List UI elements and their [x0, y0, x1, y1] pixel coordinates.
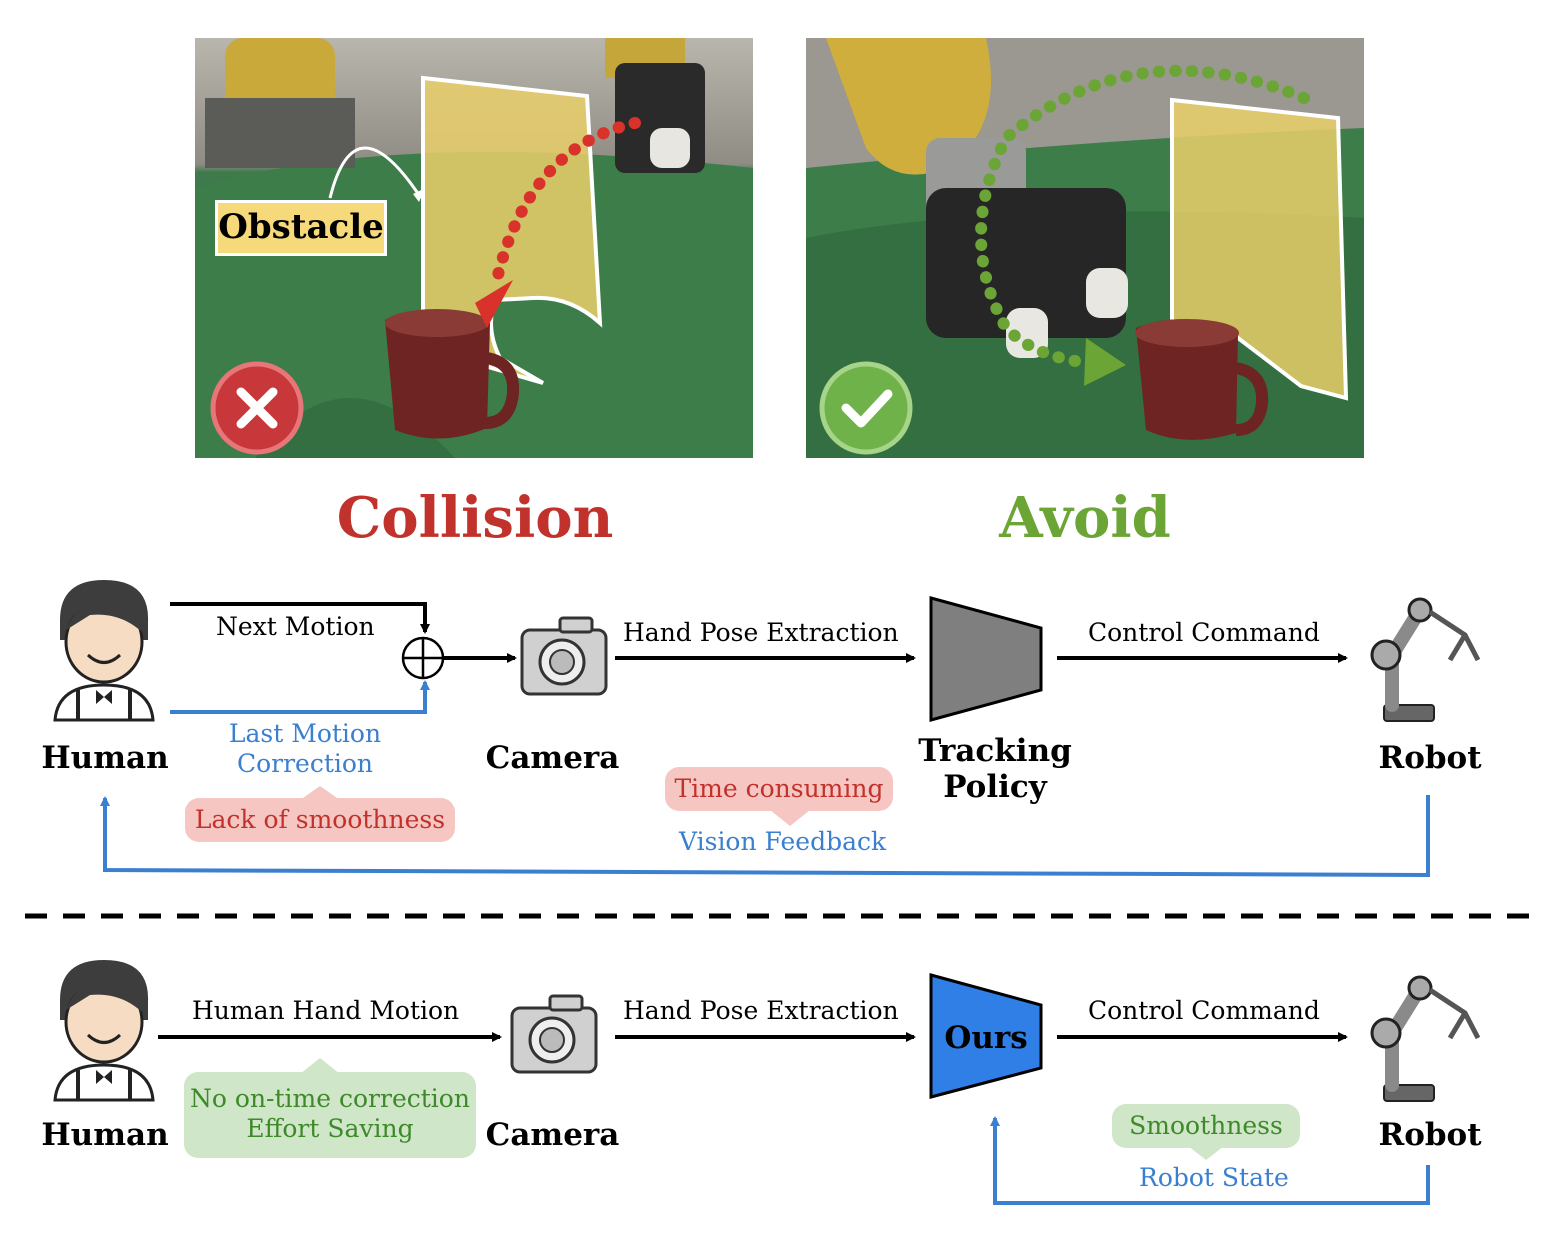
- hand-pose-extraction-label-bottom: Hand Pose Extraction: [623, 996, 899, 1025]
- hand-pose-extraction-label-top: Hand Pose Extraction: [623, 618, 899, 647]
- cup: [385, 309, 490, 439]
- robot-label-bottom: Robot: [1378, 1117, 1482, 1153]
- no-correction-text: No on-time correction: [190, 1084, 470, 1113]
- next-motion-label: Next Motion: [216, 612, 375, 641]
- robot-arm-icon-top: [1370, 597, 1481, 722]
- human-icon-top: [53, 580, 155, 722]
- effort-saving-text: Effort Saving: [246, 1114, 414, 1143]
- check-icon: [819, 361, 913, 455]
- ours-label: Ours: [944, 1020, 1028, 1056]
- ours-shape: [929, 973, 1043, 1099]
- cup-right: [1136, 319, 1238, 440]
- no-correction-callout: No on-time correction Effort Saving: [184, 1072, 476, 1158]
- robot-label-top: Robot: [1378, 740, 1482, 776]
- next-motion-edge: [170, 602, 430, 634]
- human-label-top: Human: [41, 740, 169, 776]
- collision-arrowhead: [475, 280, 513, 328]
- human-label-bottom: Human: [41, 1117, 169, 1153]
- smoothness-callout: Smoothness: [1112, 1104, 1300, 1148]
- robot-arm-icon-bottom: [1370, 975, 1481, 1102]
- last-motion-edge: [170, 680, 430, 714]
- vision-feedback-edge: [100, 795, 1430, 878]
- last-motion-correction-label: Last Motion Correction: [228, 719, 382, 778]
- avoid-heading: Avoid: [999, 485, 1171, 551]
- camera-icon-bottom: [510, 994, 598, 1074]
- camera-icon-top: [520, 616, 608, 696]
- obstacle-tag: Obstacle: [215, 200, 387, 256]
- collision-heading: Collision: [336, 485, 614, 551]
- camera-label-top: Camera: [485, 740, 620, 776]
- avoid-trajectory: [975, 64, 1310, 369]
- avoid-arrowhead: [1084, 338, 1126, 386]
- robot-state-edge: [990, 1116, 1430, 1205]
- control-command-label-bottom: Control Command: [1088, 996, 1320, 1025]
- collision-trajectory: [489, 117, 641, 294]
- vision-feedback-label: Vision Feedback: [679, 827, 887, 856]
- control-command-label-top: Control Command: [1088, 618, 1320, 647]
- robot-state-label: Robot State: [1139, 1163, 1289, 1192]
- tracking-policy-label: Tracking Policy: [918, 733, 1072, 805]
- tracking-policy-shape: [929, 596, 1043, 722]
- lack-smoothness-callout: Lack of smoothness: [185, 798, 455, 842]
- collision-photo: Obstacle: [195, 38, 753, 458]
- camera-label-bottom: Camera: [485, 1117, 620, 1153]
- human-icon-bottom: [53, 960, 155, 1102]
- time-consuming-callout: Time consuming: [665, 767, 893, 811]
- human-hand-motion-label: Human Hand Motion: [192, 996, 460, 1025]
- avoid-photo: [806, 38, 1364, 458]
